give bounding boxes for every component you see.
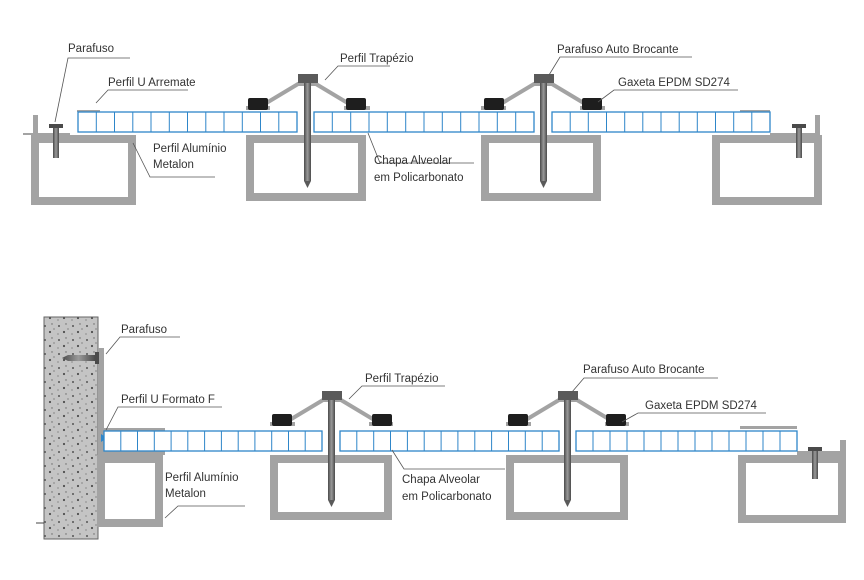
bottom-label-perfil-u-formato-f: Perfil U Formato F bbox=[121, 394, 215, 406]
bottom-leader-lines bbox=[105, 336, 766, 519]
bottom-label-chapa-alveolar: Chapa Alveolar bbox=[402, 474, 480, 486]
bottom-label-metalon: Metalon bbox=[165, 488, 206, 500]
bottom-trapezoid-profiles bbox=[270, 398, 629, 426]
top-label-perfil-u: Perfil U Arremate bbox=[108, 77, 196, 89]
top-metalon-tubes bbox=[31, 135, 822, 205]
top-label-perfil-aluminio: Perfil Alumínio bbox=[153, 143, 227, 155]
top-self-drilling-screws bbox=[298, 74, 554, 188]
top-small-screws bbox=[49, 124, 806, 158]
bottom-label-perfil-trapezio: Perfil Trapézio bbox=[365, 373, 439, 385]
top-u-profile-left bbox=[23, 115, 70, 135]
top-u-profile-right bbox=[770, 115, 820, 135]
bottom-sheet-3 bbox=[575, 430, 798, 452]
top-trapezoid-profiles bbox=[246, 82, 605, 110]
bottom-sheet-2 bbox=[339, 430, 560, 452]
concrete-wall bbox=[43, 316, 99, 540]
top-leader-lines bbox=[54, 56, 738, 178]
bottom-small-screws bbox=[62, 352, 822, 479]
top-gaskets bbox=[248, 98, 602, 110]
top-sheet-1 bbox=[77, 111, 298, 133]
top-sheet-3 bbox=[551, 111, 771, 133]
bottom-self-drilling-screws bbox=[322, 391, 578, 507]
top-label-gaxeta: Gaxeta EPDM SD274 bbox=[618, 77, 730, 89]
bottom-polycarbonate-sheets bbox=[103, 430, 798, 452]
bottom-label-gaxeta: Gaxeta EPDM SD274 bbox=[645, 400, 757, 412]
top-polycarbonate-sheets bbox=[77, 111, 771, 133]
top-label-metalon: Metalon bbox=[153, 159, 194, 171]
bottom-gaskets bbox=[272, 414, 626, 426]
bottom-label-parafuso: Parafuso bbox=[121, 324, 167, 336]
top-label-policarbonato: em Policarbonato bbox=[374, 172, 464, 184]
top-label-perfil-trapezio: Perfil Trapézio bbox=[340, 53, 414, 65]
top-label-chapa-alveolar: Chapa Alveolar bbox=[374, 155, 452, 167]
bottom-diagram: Parafuso Perfil U Formato F Perfil Alumí… bbox=[36, 316, 846, 540]
top-label-parafuso-auto-brocante: Parafuso Auto Brocante bbox=[557, 44, 678, 56]
bottom-metalon-tubes bbox=[97, 455, 846, 527]
bottom-u-profile-right bbox=[797, 440, 846, 455]
bottom-label-parafuso-auto-brocante: Parafuso Auto Brocante bbox=[583, 364, 704, 376]
bottom-sheet-1 bbox=[103, 430, 323, 452]
top-label-parafuso: Parafuso bbox=[68, 43, 114, 55]
bottom-label-policarbonato: em Policarbonato bbox=[402, 491, 492, 503]
top-sheet-2 bbox=[313, 111, 535, 133]
top-diagram: Parafuso Perfil U Arremate Perfil Alumín… bbox=[23, 43, 822, 205]
bottom-label-perfil-aluminio: Perfil Alumínio bbox=[165, 472, 239, 484]
